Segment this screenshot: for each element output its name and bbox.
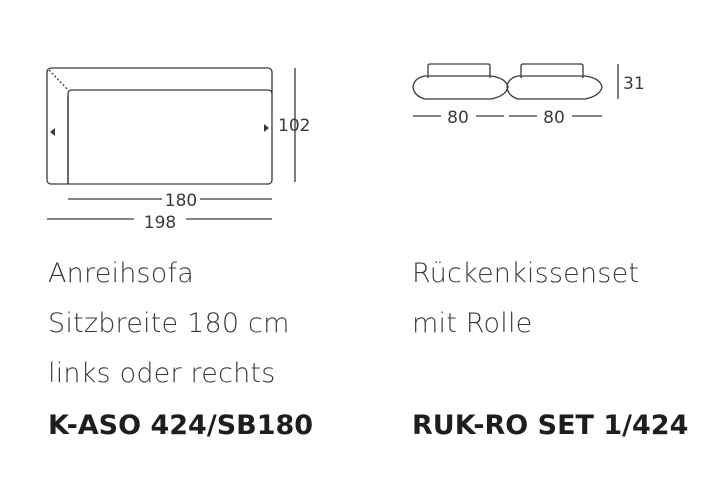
left-product-code: K-ASO 424/SB180 bbox=[48, 410, 314, 441]
seat-width-label: 180 bbox=[165, 191, 197, 211]
total-width-label: 198 bbox=[144, 213, 176, 233]
width-1-label: 80 bbox=[447, 108, 469, 128]
cushion-1 bbox=[412, 63, 509, 100]
left-line-1: Anreihsofa bbox=[48, 258, 194, 289]
left-arrow-icon bbox=[50, 128, 55, 136]
cushion-set-view bbox=[412, 63, 603, 100]
left-line-3: links oder rechts bbox=[48, 358, 276, 389]
sofa-armrest-diagonal bbox=[48, 69, 69, 91]
right-line-1: Rückenkissenset bbox=[412, 258, 640, 289]
sofa-top-view bbox=[46, 67, 273, 185]
depth-label: 102 bbox=[278, 116, 310, 136]
right-product-code: RUK-RO SET 1/424 bbox=[412, 410, 689, 441]
height-label: 31 bbox=[623, 74, 645, 94]
right-line-2: mit Rolle bbox=[412, 308, 533, 339]
right-arrow-icon bbox=[264, 124, 269, 132]
sofa-seat bbox=[67, 89, 273, 184]
sofa-outline bbox=[46, 67, 273, 185]
cushion-2 bbox=[506, 63, 603, 100]
left-line-2: Sitzbreite 180 cm bbox=[48, 308, 290, 339]
width-2-label: 80 bbox=[543, 108, 565, 128]
